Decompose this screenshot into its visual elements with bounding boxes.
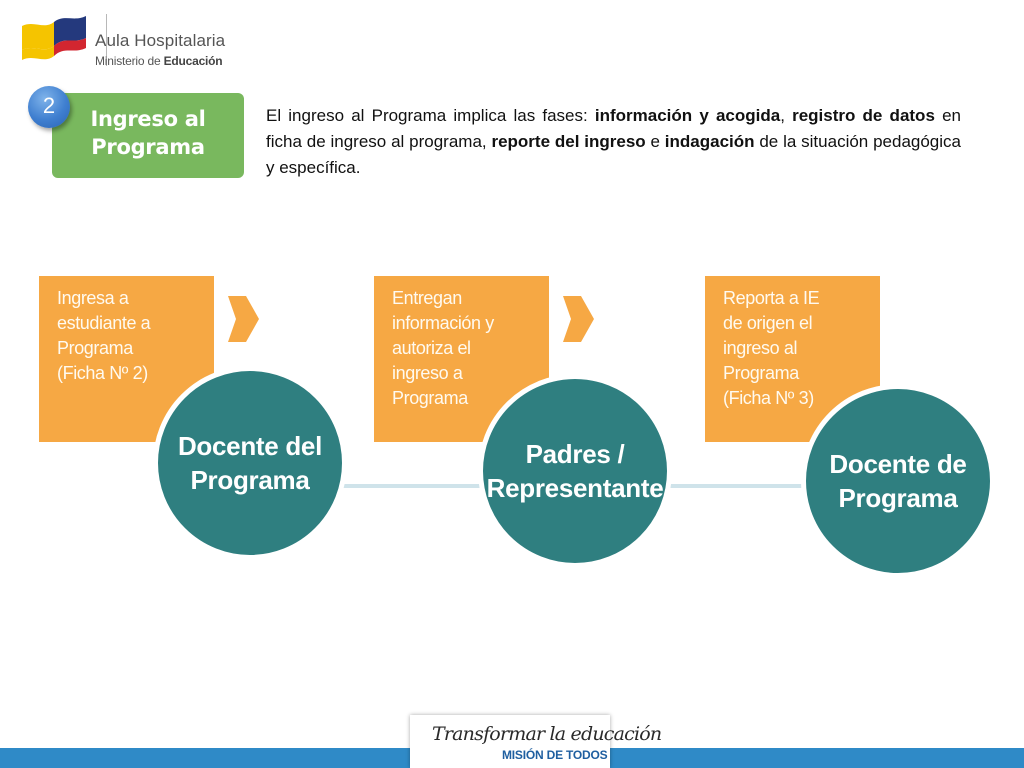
logo-subtitle: Ministerio de Educación: [95, 54, 223, 68]
ministry-logo: Aula Hospitalaria Ministerio de Educació…: [20, 8, 250, 70]
connector-line: [668, 484, 808, 488]
phase-title: Ingreso al Programa: [90, 107, 206, 159]
role-label: Padres / Representante: [486, 439, 664, 503]
logo-divider: [106, 14, 107, 66]
connector-line: [340, 484, 480, 488]
slogan-box: Transformar la educación MISIÓN DE TODOS: [410, 715, 662, 768]
step-card-text: Reporta a IE de origen el ingreso al Pro…: [723, 288, 820, 408]
role-circle: Padres / Representante: [478, 374, 672, 568]
arrow-right-icon: [563, 296, 594, 342]
phase-title-box: Ingreso al Programa: [52, 93, 244, 178]
arrow-right-icon: [228, 296, 259, 342]
slogan-tagline: MISIÓN DE TODOS: [502, 748, 608, 762]
phase-number-badge: 2: [28, 86, 70, 128]
logo-title: Aula Hospitalaria: [95, 31, 226, 50]
slogan-text: Transformar la educación: [432, 723, 662, 745]
step-card-text: Entregan información y autoriza el ingre…: [392, 288, 494, 408]
role-label: Docente de Programa: [829, 449, 967, 513]
step-card-text: Ingresa a estudiante a Programa (Ficha N…: [57, 288, 151, 383]
flag-logo-icon: [22, 16, 86, 60]
role-circle: Docente del Programa: [153, 366, 347, 560]
role-circle: Docente de Programa: [801, 384, 995, 578]
role-label: Docente del Programa: [177, 431, 323, 495]
phase-description: El ingreso al Programa implica las fases…: [266, 106, 961, 177]
